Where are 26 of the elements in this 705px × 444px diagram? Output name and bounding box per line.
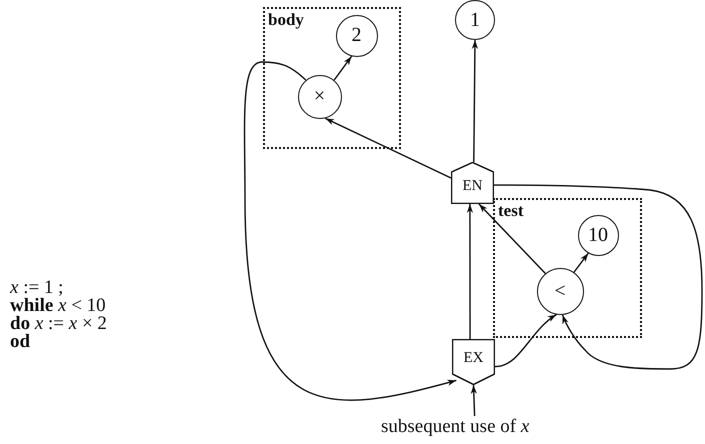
caption-text: subsequent use of x — [381, 416, 561, 440]
arrow — [334, 56, 352, 81]
arrow — [325, 118, 452, 179]
arrow — [466, 204, 474, 339]
program-line: do x := x × 2 — [10, 314, 107, 333]
arrow — [244, 61, 456, 401]
constant-circle: 10 — [578, 214, 618, 256]
arrow — [573, 252, 589, 273]
dotted-group-box — [493, 198, 642, 338]
dotted-group-box — [263, 7, 401, 149]
arrow — [470, 384, 477, 416]
operator-circle: × — [298, 74, 342, 118]
constant-circle: 2 — [336, 14, 378, 56]
node-label: EX — [464, 350, 484, 367]
arrow — [478, 204, 546, 274]
arrow — [472, 40, 478, 162]
group-title: test — [498, 201, 524, 221]
arrow — [494, 314, 557, 368]
constant-circle: 1 — [455, 0, 495, 40]
program-line: while x < 10 — [10, 296, 106, 315]
arrow — [494, 184, 703, 370]
program-line: od — [10, 332, 30, 351]
program-line: x := 1 ; — [10, 278, 64, 297]
node-label: EN — [462, 178, 482, 195]
group-title: body — [268, 10, 304, 30]
operator-circle: < — [536, 268, 584, 314]
